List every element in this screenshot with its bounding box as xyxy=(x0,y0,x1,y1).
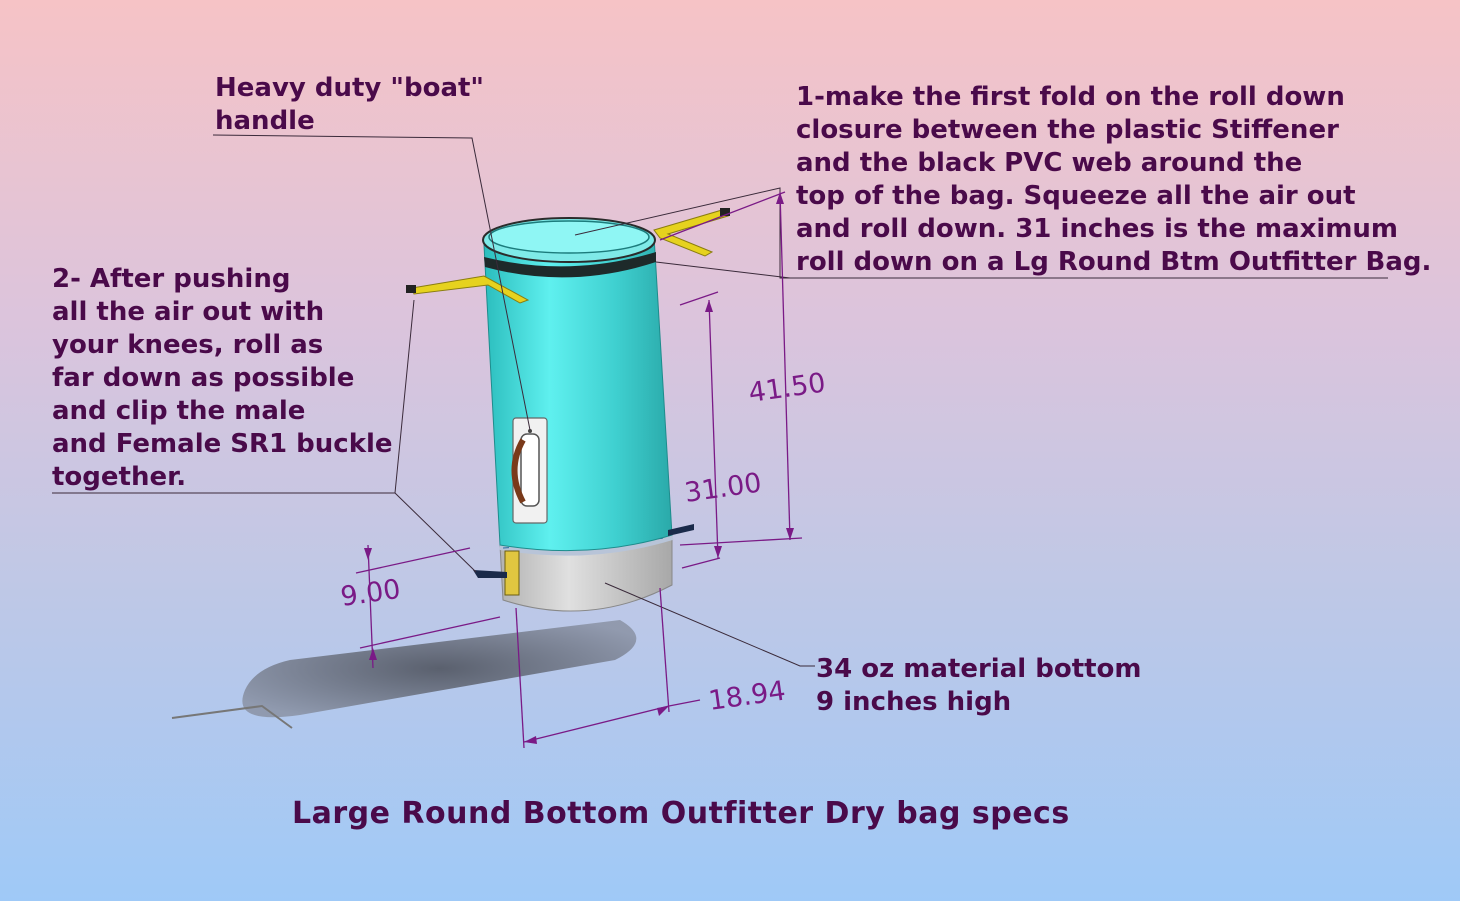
leader-roll-buckle xyxy=(394,492,477,573)
leader-fold-web xyxy=(655,261,791,279)
dim-bottom-height xyxy=(367,544,374,669)
buckle-male-right xyxy=(668,524,694,536)
dim-overall-height xyxy=(779,191,791,541)
note-roll: 2- After pushing all the air out with yo… xyxy=(52,264,393,492)
dim-label-overall-height: 41.50 xyxy=(747,367,828,408)
shadow-strap xyxy=(171,704,293,729)
buckle-male-left xyxy=(473,570,507,578)
diagram-title: Large Round Bottom Outfitter Dry bag spe… xyxy=(292,796,1070,831)
leader-handle xyxy=(212,134,531,431)
bag-shadow xyxy=(242,620,637,718)
strap-left xyxy=(411,275,530,304)
bag-body xyxy=(483,235,673,552)
leader-bottom xyxy=(604,582,815,667)
dim-label-diameter: 18.94 xyxy=(707,675,788,716)
strap-right xyxy=(653,209,729,257)
note-bottom: 34 oz material bottom 9 inches high xyxy=(816,654,1142,717)
dim-label-bottom-height: 9.00 xyxy=(339,574,403,613)
note-handle: Heavy duty "boat" handle xyxy=(215,73,484,136)
boat-handle-grip xyxy=(511,438,526,504)
leader-fold xyxy=(574,187,1388,279)
dim-roll-down xyxy=(708,299,719,559)
buckle-female xyxy=(504,550,520,596)
dim-label-roll-down: 31.00 xyxy=(683,467,764,508)
note-fold: 1-make the first fold on the roll down c… xyxy=(796,82,1432,277)
pvc-web xyxy=(484,252,656,278)
dim-diameter xyxy=(523,705,670,743)
